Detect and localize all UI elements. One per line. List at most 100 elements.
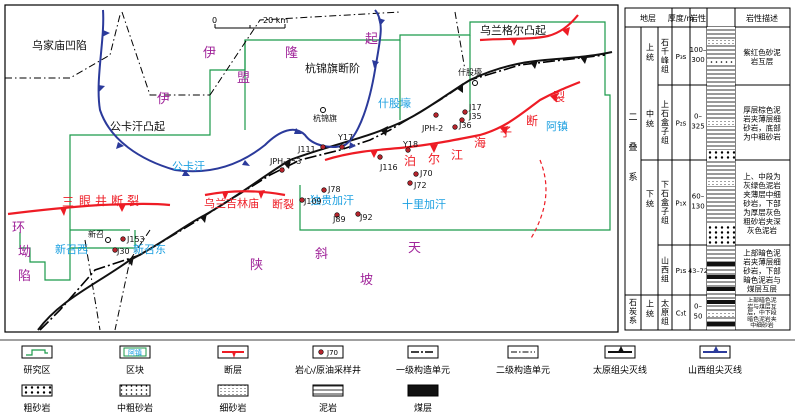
structural-unit-label: 公卡汗凸起 bbox=[110, 120, 165, 133]
faults-inferred bbox=[529, 159, 547, 241]
formation-label: 太 bbox=[661, 298, 669, 308]
lithology-description-line: 岩夹薄层细 bbox=[743, 114, 781, 124]
formation-label: 组 bbox=[661, 215, 669, 225]
fault-ticks bbox=[60, 27, 570, 216]
lithology-description-line: 上、中段为 bbox=[743, 171, 781, 181]
lithology-description-line: 厚层棕色泥 bbox=[743, 105, 781, 115]
well-label: JPH-353 bbox=[269, 157, 301, 166]
thickness-value: 0– bbox=[694, 303, 702, 311]
fault-label: 江 bbox=[451, 148, 463, 162]
formation-label: 盒 bbox=[661, 117, 669, 127]
fault-label: 乌兰吉林庙 bbox=[204, 196, 259, 210]
formation-label: 千 bbox=[661, 46, 669, 56]
fault-label: 子 bbox=[500, 125, 512, 139]
wells bbox=[112, 109, 468, 253]
fault-label: 三 bbox=[62, 195, 74, 209]
legend-label: 煤层 bbox=[414, 402, 432, 414]
thickness-value: 100– bbox=[690, 46, 707, 54]
block-label: 什股壕 bbox=[378, 96, 411, 110]
legend-label: 中粗砂岩 bbox=[117, 402, 153, 414]
well-label: J109 bbox=[303, 197, 322, 206]
formation-code: C₃t bbox=[676, 310, 687, 318]
formation-label: 上 bbox=[661, 100, 669, 109]
structural-unit-glyph: 盟 bbox=[237, 71, 250, 86]
well-label: Y17 bbox=[337, 133, 353, 142]
structural-unit-label: 杭锦旗断阶 bbox=[305, 61, 360, 75]
legend-study-area-symbol bbox=[21, 345, 53, 359]
legend-label: 断层 bbox=[224, 364, 242, 376]
series-label: 统 bbox=[646, 199, 654, 209]
legend: 阿镇 J70 研究区区块断层岩心/原油采样井一级构造单元二级构造单元太原组尖灭线… bbox=[0, 339, 795, 414]
strat-column: 地层厚度/m岩性岩性描述二叠系石炭系上统石千峰组P₃s100–300紫红色砂泥岩… bbox=[624, 7, 791, 331]
structural-unit-glyph: 环 bbox=[12, 221, 25, 236]
legend-coal-symbol bbox=[407, 384, 439, 397]
legend-well-symbol bbox=[312, 345, 344, 359]
structural-unit-glyph: 陕 bbox=[250, 258, 263, 273]
lithology-description-line: 岩夹薄层细 bbox=[743, 257, 781, 267]
lithology-description-line: 暗色泥岩夹 bbox=[747, 315, 777, 323]
system-label: 系 bbox=[629, 315, 637, 325]
lithology-description-line: 砂岩，下部 bbox=[743, 266, 781, 276]
lithology-description-line: 砂岩，下部 bbox=[743, 198, 781, 208]
block-label: 新召西 bbox=[55, 242, 88, 256]
legend-label: 泥岩 bbox=[319, 402, 337, 414]
map-frame bbox=[4, 4, 619, 333]
well-label: Y18 bbox=[402, 140, 418, 149]
column-header: 岩性描述 bbox=[746, 13, 778, 23]
lithology-description-line: 砂岩，底部 bbox=[743, 123, 781, 133]
fault-label: 裂 bbox=[127, 194, 139, 208]
structural-unit-glyph: 天 bbox=[408, 241, 421, 256]
column-header: 地层 bbox=[640, 13, 656, 23]
town-label: 什股壕 bbox=[458, 67, 482, 77]
well-label: J153 bbox=[126, 235, 145, 244]
fault-label: 尔 bbox=[428, 151, 440, 166]
structural-unit-glyph: 伊 bbox=[157, 92, 170, 107]
well-label: J70 bbox=[419, 169, 433, 178]
lithology-description-line: 上部暗色泥 bbox=[747, 296, 777, 304]
system-label: 叠 bbox=[628, 142, 637, 153]
lithology-description-line: 为厚层灰色 bbox=[743, 207, 781, 217]
block-label: 新召东 bbox=[133, 242, 166, 256]
legend-label: 山西组尖灭线 bbox=[688, 364, 742, 376]
town-marker bbox=[105, 237, 111, 243]
system-label: 系 bbox=[628, 172, 637, 183]
study-area bbox=[19, 21, 611, 281]
well-label: JPH-2 bbox=[421, 124, 443, 133]
thickness-value: 325 bbox=[691, 123, 704, 131]
fault-label: 断裂 bbox=[272, 197, 294, 211]
well-label: J116 bbox=[379, 163, 398, 172]
legend-medium-sandstone-symbol bbox=[119, 384, 151, 397]
system-label: 石 bbox=[629, 298, 637, 307]
column-header: 岩性 bbox=[690, 13, 706, 23]
well-label: J36 bbox=[458, 121, 472, 130]
well-label: J30 bbox=[116, 247, 130, 256]
faults bbox=[7, 14, 581, 216]
legend-label: 细砂岩 bbox=[219, 402, 246, 414]
formation-label: 石 bbox=[661, 109, 669, 118]
lithology-description-line: 中细砂岩 bbox=[750, 321, 774, 329]
legend-label: 太原组尖灭线 bbox=[593, 364, 647, 376]
block-label: 十里加汗 bbox=[402, 197, 446, 211]
formation-label: 子 bbox=[661, 127, 669, 136]
formation-label: 石 bbox=[661, 38, 669, 47]
fault-label: 海 bbox=[474, 135, 486, 150]
legend-well-sample: J70 bbox=[326, 349, 338, 357]
shanxi-pinchout-line bbox=[97, 9, 385, 176]
fault-label: 裂 bbox=[553, 90, 565, 104]
lithology-description-line: 灰色泥岩 bbox=[747, 225, 777, 235]
town-marker bbox=[320, 107, 326, 113]
legend-label: 二级构造单元 bbox=[496, 364, 550, 376]
lithology-description-line: 灰绿色泥岩 bbox=[743, 180, 781, 190]
formation-label: 山 bbox=[661, 256, 669, 266]
tectonic-boundary-1 bbox=[39, 54, 606, 331]
formation-code: P₃s bbox=[676, 53, 687, 61]
town-label: 新召 bbox=[88, 229, 104, 239]
system-label: 炭 bbox=[629, 307, 637, 316]
block-label: 独贵加汗 bbox=[310, 194, 354, 207]
lithology-description-line: 层，中下段 bbox=[747, 309, 777, 317]
well-label: J78 bbox=[327, 185, 341, 194]
structural-unit-glyph: 起 bbox=[365, 32, 378, 47]
